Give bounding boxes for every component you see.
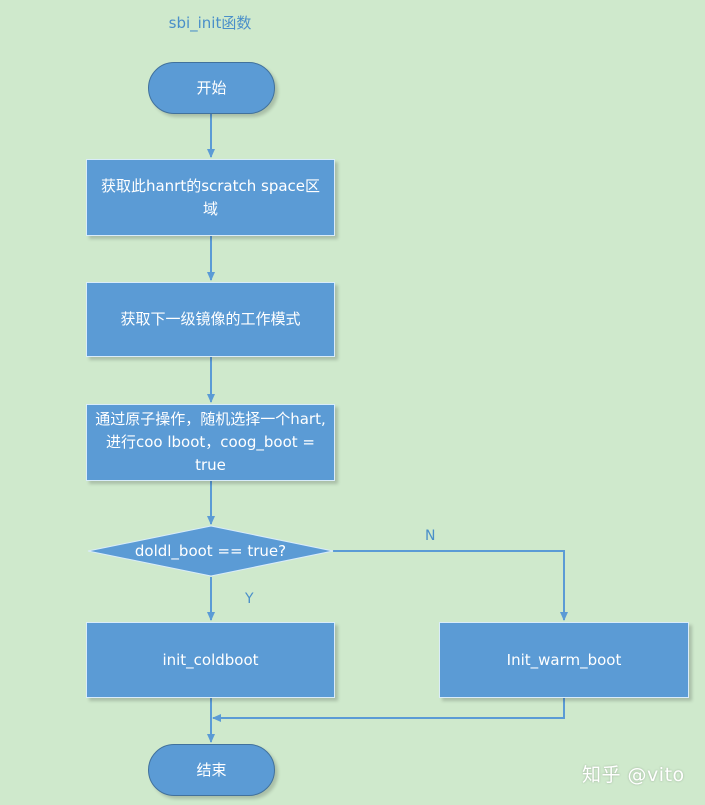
- warmboot-box: Init_warm_boot: [439, 622, 689, 698]
- end-terminal: 结束: [148, 744, 275, 796]
- coldboot-box: init_coldboot: [86, 622, 335, 698]
- coldboot-label: init_coldboot: [162, 650, 259, 669]
- step-get-next-mode-label: 获取下一级镜像的工作模式: [120, 310, 301, 328]
- start-label: 开始: [196, 78, 227, 97]
- arrow-warmboot-merge: [212, 698, 565, 722]
- step-get-scratch-space-label: 获取此hanrt的scratch space区域: [100, 176, 321, 218]
- branch-no-label: N: [425, 528, 436, 544]
- step-select-hart: 通过原子操作，随机选择一个hart,进行coo lboot，coog_boot …: [86, 404, 335, 481]
- arrow-decision-no: [333, 550, 568, 621]
- end-label: 结束: [196, 760, 227, 779]
- diagram-title: sbi_init函数: [168, 14, 252, 32]
- start-terminal: 开始: [148, 62, 275, 114]
- step-select-hart-label: 通过原子操作，随机选择一个hart,进行coo lboot，coog_boot …: [95, 410, 326, 474]
- watermark: 知乎 @vito: [582, 764, 685, 786]
- branch-yes-label: Y: [245, 591, 254, 607]
- step-get-scratch-space: 获取此hanrt的scratch space区域: [86, 159, 335, 236]
- decision-diamond: [87, 525, 334, 577]
- step-get-next-mode: 获取下一级镜像的工作模式: [86, 282, 335, 357]
- decision-label: doldl_boot == true?: [134, 542, 287, 560]
- warmboot-label: Init_warm_boot: [506, 650, 622, 669]
